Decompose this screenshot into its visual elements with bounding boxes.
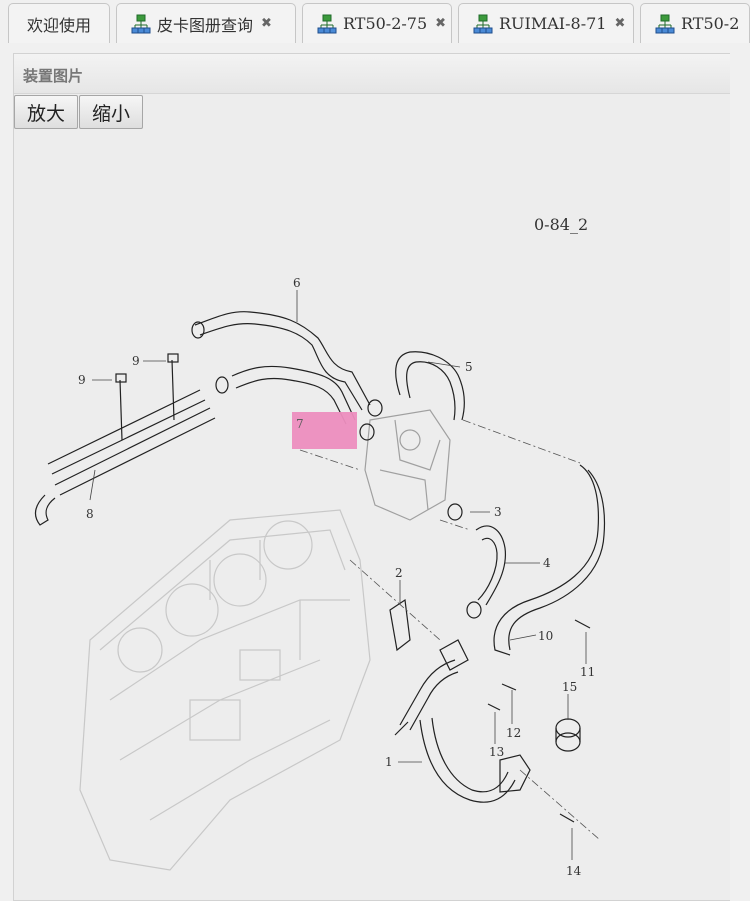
part-number[interactable]: 6 [293,276,301,290]
part-number[interactable]: 10 [538,629,553,643]
engine-block-image [79,509,371,871]
part-number[interactable]: 1 [385,755,393,769]
part-number[interactable]: 12 [506,726,521,740]
part-number[interactable]: 3 [494,505,502,519]
tab-label: RT50-2 [681,14,740,33]
sitemap-icon [317,14,337,33]
part-number[interactable]: 4 [543,556,551,570]
sitemap-icon [131,14,151,33]
tab-rt50-2[interactable]: RT50-2 [640,3,750,43]
sitemap-icon [473,14,493,33]
tab-label: RUIMAI-8-71 [499,14,607,33]
leader-lines [299,419,601,841]
part-number[interactable]: 15 [562,680,577,694]
parts-diagram[interactable]: 1 2 3 4 5 6 8 9 9 10 11 12 13 14 15 [0,0,730,901]
thermostat-housing [364,409,451,521]
panel-title: 装置图片 [23,67,84,85]
part-number[interactable]: 13 [489,745,504,759]
tab-pickup-catalog[interactable]: 皮卡图册查询 ✖ [116,3,296,43]
tab-ruimai-8-71[interactable]: RUIMAI-8-71 ✖ [458,3,634,43]
tab-rt50-2-75[interactable]: RT50-2-75 ✖ [302,3,452,43]
tab-label: RT50-2-75 [343,14,428,33]
zoom-in-button[interactable]: 放大 [14,95,78,129]
sitemap-icon [655,14,675,33]
panel-header: 装置图片 [14,54,730,94]
part-number[interactable]: 5 [465,360,473,374]
close-icon[interactable]: ✖ [261,16,272,31]
part-number-labels: 1 2 3 4 5 6 8 9 9 10 11 12 13 14 15 [78,276,595,878]
part-number[interactable]: 11 [580,665,595,679]
tab-welcome[interactable]: 欢迎使用 [8,3,110,43]
highlighted-part-number: 7 [296,417,304,431]
device-image-panel: 装置图片 放大 缩小 [13,53,730,901]
part-number[interactable]: 14 [566,864,582,878]
part-leaders [89,290,587,860]
tab-label: 皮卡图册查询 [157,15,254,35]
highlighted-part-callout[interactable]: 7 [292,412,357,449]
zoom-out-button[interactable]: 缩小 [79,95,143,129]
close-icon[interactable]: ✖ [435,16,447,31]
part-number[interactable]: 9 [78,373,86,387]
close-icon[interactable]: ✖ [614,16,626,31]
hose-lines [34,311,606,823]
part-number[interactable]: 8 [86,507,94,521]
tab-label: 欢迎使用 [26,15,91,35]
part-number[interactable]: 9 [132,354,140,368]
tab-bar: 欢迎使用 皮卡图册查询 ✖ RT50-2-75 ✖ R [0,0,750,46]
part-number[interactable]: 2 [395,566,403,580]
diagram-code: 0-84_2 [534,215,589,234]
